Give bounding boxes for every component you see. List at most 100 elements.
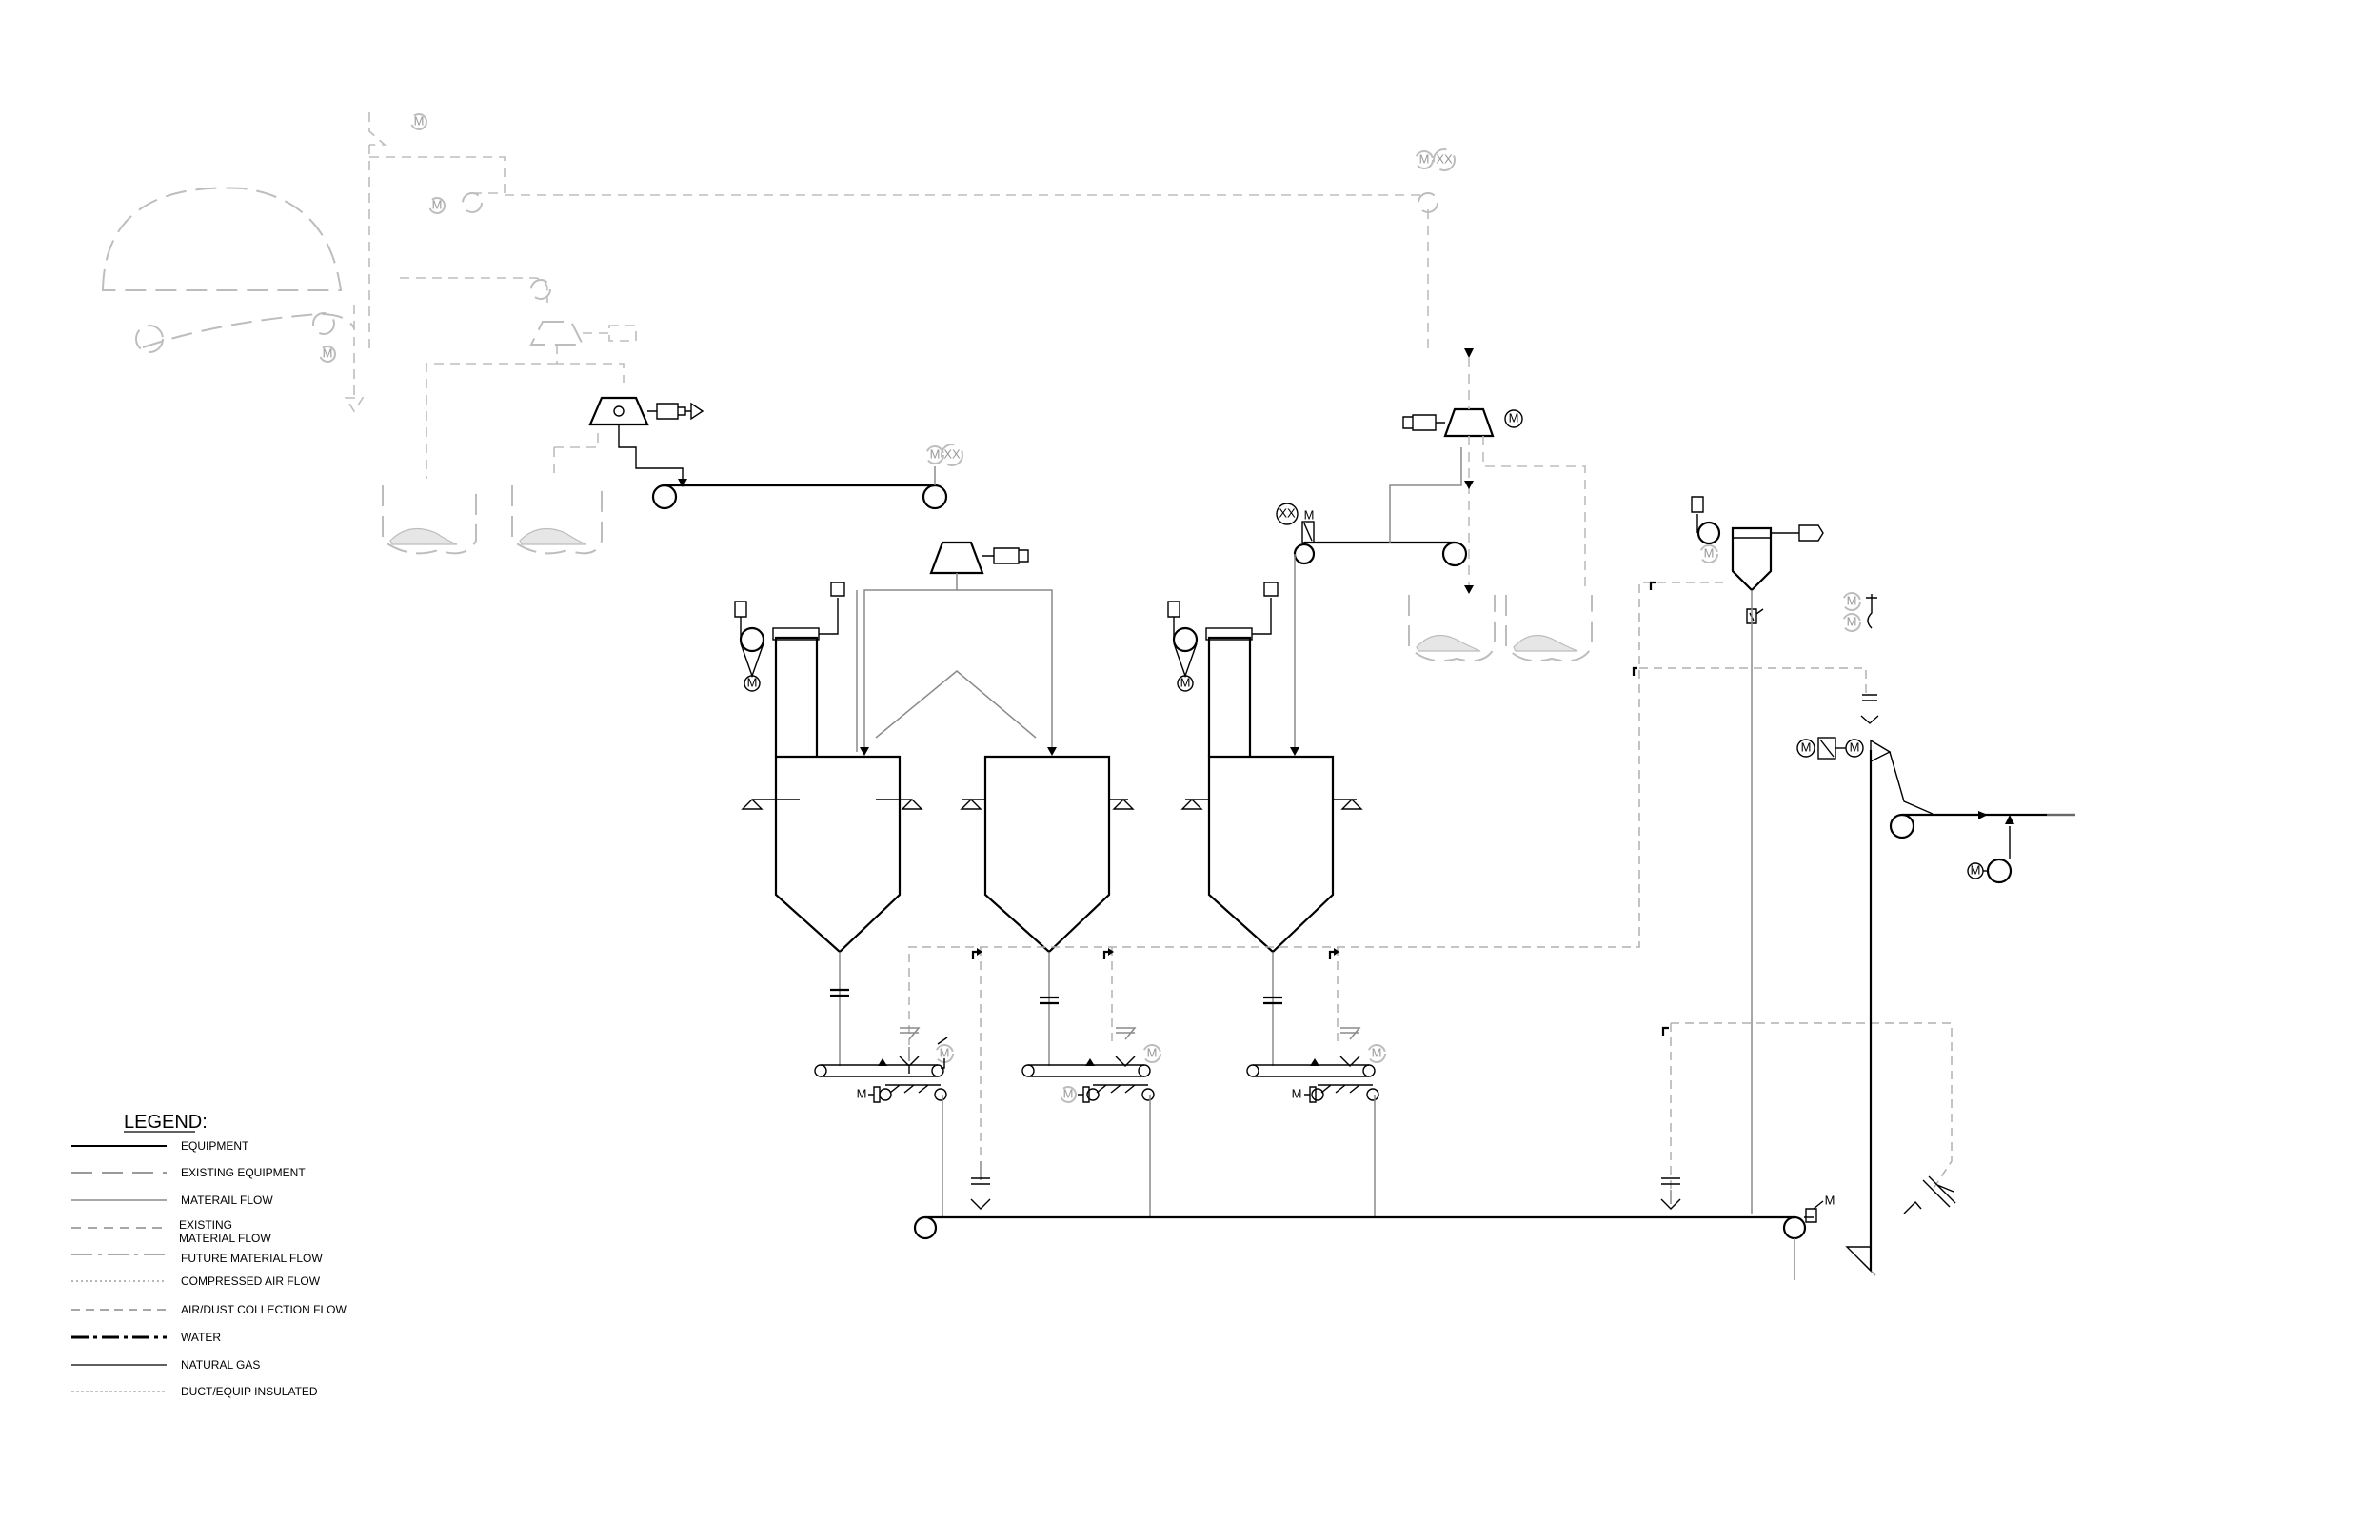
existing-pulley-right [1418, 192, 1438, 213]
svg-text:M: M [857, 1086, 867, 1100]
existing-conveyor-top [369, 156, 506, 194]
existing-equipment-area: M XX M M M [101, 112, 1456, 555]
motor-icon: M [1292, 1086, 1302, 1100]
output-conveyor: M [1889, 751, 2075, 884]
existing-crusher-outlet [426, 345, 625, 479]
silo-2 [960, 755, 1135, 1066]
existing-hopper-b-fill [519, 527, 587, 545]
collecting-conveyor: M [913, 1161, 1876, 1280]
motor-icon: M [410, 113, 427, 130]
motor-icon: M [319, 346, 336, 363]
dust-collector: M M M [1691, 496, 1877, 1214]
svg-text:XX: XX [1436, 151, 1453, 166]
svg-text:XX: XX [943, 446, 961, 461]
existing-crusher [529, 321, 585, 346]
future-chute [875, 670, 1037, 739]
belt-feeder-2: M M [1021, 1027, 1161, 1218]
existing-hopper-a [382, 485, 477, 555]
svg-text:M: M [323, 346, 333, 360]
motor-icon: M [428, 197, 446, 214]
existing-feed-chute [344, 305, 365, 413]
motor-icon: M [1825, 1193, 1835, 1207]
motor-icon: M [1504, 409, 1523, 428]
motor-icon: M [925, 445, 944, 464]
motor-icon: M [1415, 150, 1434, 169]
existing-bins-right [1408, 595, 1593, 662]
diverter-gate [1903, 1175, 1956, 1214]
svg-text:M: M [1825, 1193, 1835, 1207]
svg-text:M: M [1292, 1086, 1302, 1100]
legend-label-duct-equip-insulated: DUCT/EQUIP INSULATED [181, 1385, 318, 1398]
belt-feeder-1: M M [814, 1027, 954, 1218]
motor-icon: M [1967, 862, 1984, 879]
svg-text:M: M [414, 113, 425, 128]
placeholder-tag-icon: XX [1433, 148, 1456, 171]
svg-text:M: M [1063, 1086, 1074, 1100]
legend-label-future-material-flow: FUTURE MATERIAL FLOW [181, 1252, 323, 1265]
svg-text:M: M [1971, 862, 1981, 877]
existing-pulley-top [462, 192, 483, 213]
svg-text:M: M [1509, 410, 1519, 424]
motor-icon: M [1367, 1044, 1386, 1063]
svg-text:M: M [1180, 675, 1191, 689]
legend: LEGEND: EQUIPMENT EXISTING EQUIPMENT MAT… [71, 1112, 347, 1398]
crusher-3: M [1402, 348, 1586, 594]
motor-icon: M [1796, 739, 1815, 758]
placeholder-tag-icon: XX [1276, 503, 1299, 525]
legend-label-air-dust-collection-flow: AIR/DUST COLLECTION FLOW [181, 1303, 347, 1316]
svg-text:M: M [1704, 545, 1715, 560]
silo-3: M [1167, 582, 1363, 1066]
motor-icon: M [1304, 507, 1315, 522]
motor-icon: M [1845, 739, 1864, 758]
svg-text:M: M [747, 675, 758, 689]
motor-icon: M [744, 675, 761, 692]
legend-label-equipment: EQUIPMENT [181, 1139, 249, 1153]
existing-hopper-top [368, 112, 387, 146]
motor-icon: M [1699, 544, 1718, 563]
existing-storage-dome [101, 187, 343, 291]
silo-1: M [734, 582, 923, 1066]
motor-icon: M [1842, 613, 1861, 632]
belt-feeder-3: M M [1246, 1027, 1386, 1218]
motor-icon: M [1060, 1086, 1077, 1103]
motor-icon: M [857, 1086, 867, 1100]
legend-label-existing-equipment: EXISTING EQUIPMENT [181, 1166, 306, 1179]
svg-text:M: M [1850, 740, 1860, 754]
existing-hopper-b [511, 485, 603, 555]
legend-label-natural-gas: NATURAL GAS [181, 1358, 260, 1372]
crusher-2 [860, 541, 1057, 756]
legend-label-water: WATER [181, 1331, 221, 1344]
existing-branch-line [400, 277, 548, 303]
bucket-elevator: M M [1796, 694, 1892, 1273]
svg-text:M: M [1419, 151, 1430, 166]
conveyor-2: M XX [1276, 447, 1468, 756]
legend-label-compressed-air-flow: COMPRESSED AIR FLOW [181, 1274, 321, 1288]
svg-text:M: M [930, 446, 941, 461]
tail-pulley [651, 484, 678, 510]
svg-text:M: M [1304, 507, 1315, 522]
svg-text:M: M [1847, 593, 1857, 607]
svg-text:M: M [1147, 1045, 1158, 1059]
motor-icon: M [1177, 675, 1194, 692]
motor-icon: M [1142, 1044, 1161, 1063]
crusher-1 [588, 396, 704, 487]
svg-text:M: M [940, 1045, 950, 1059]
svg-text:M: M [1372, 1045, 1382, 1059]
existing-crusher-hub [530, 279, 551, 300]
legend-label-existing-material-flow: EXISTING MATERIAL FLOW [179, 1218, 271, 1245]
placeholder-tag-icon: XX [941, 444, 963, 466]
existing-reclaimer-wheel [135, 325, 164, 353]
legend-label-material-flow: MATERAIL FLOW [181, 1194, 273, 1207]
existing-reclaimer-arm [142, 312, 355, 348]
svg-text:M: M [1801, 740, 1812, 754]
svg-text:M: M [432, 197, 443, 211]
svg-text:M: M [1847, 614, 1857, 628]
dust-collection-lines [908, 581, 1953, 1191]
existing-crusher-drive [583, 325, 637, 342]
svg-text:XX: XX [1279, 505, 1296, 520]
legend-title: LEGEND: [124, 1112, 208, 1133]
existing-reclaimer-head [312, 312, 335, 335]
head-pulley [922, 484, 948, 510]
conveyor-1: M XX [651, 444, 963, 510]
